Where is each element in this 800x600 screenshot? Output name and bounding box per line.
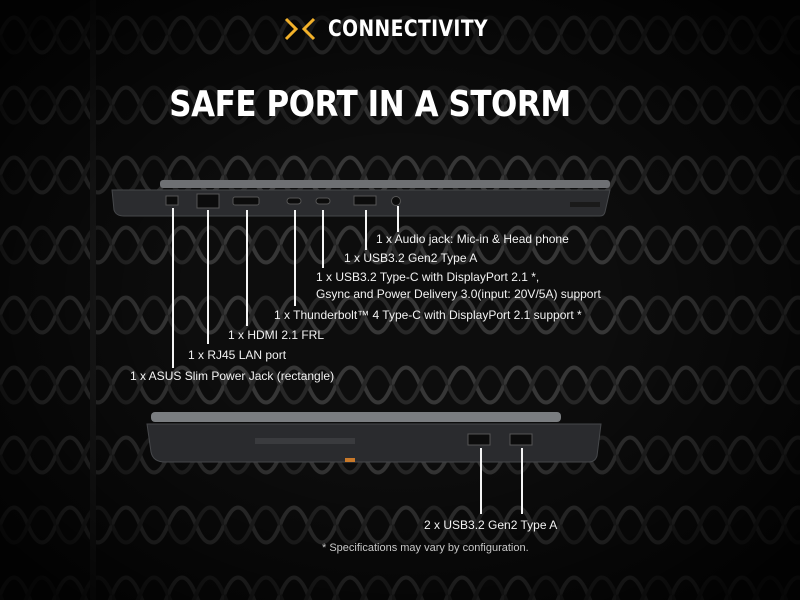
usb-a-port-1 bbox=[467, 433, 491, 446]
thunderbolt-port bbox=[286, 197, 302, 205]
leader-line-usb-c bbox=[322, 210, 324, 268]
port-label-thunderbolt: 1 x Thunderbolt™ 4 Type-C with DisplayPo… bbox=[274, 308, 582, 322]
usb-c-port bbox=[315, 197, 331, 205]
hdmi-port bbox=[232, 196, 260, 206]
leader-line-usb-a-1 bbox=[480, 448, 482, 514]
port-label-rj45: 1 x RJ45 LAN port bbox=[188, 348, 287, 362]
port-label-usb-c: 1 x USB3.2 Type-C with DisplayPort 2.1 *… bbox=[316, 270, 540, 284]
footnote: * Specifications may vary by configurati… bbox=[322, 542, 529, 554]
audio-jack-port bbox=[391, 196, 401, 206]
laptop-right-side-view bbox=[146, 412, 602, 463]
section-header: CONNECTIVITY bbox=[0, 12, 800, 46]
headline: SAFE PORT IN A STORM bbox=[169, 84, 571, 125]
power-jack-port bbox=[165, 195, 179, 206]
usb-a-port-2 bbox=[509, 433, 533, 446]
port-label-hdmi: 1 x HDMI 2.1 FRL bbox=[228, 328, 325, 342]
leader-line-power bbox=[172, 208, 174, 368]
port-label-power: 1 x ASUS Slim Power Jack (rectangle) bbox=[130, 369, 335, 383]
port-label-usb-c-cont: Gsync and Power Delivery 3.0(input: 20V/… bbox=[316, 287, 601, 301]
leader-line-thunderbolt bbox=[294, 210, 296, 306]
leader-line-usb-a bbox=[365, 210, 367, 250]
rj45-port bbox=[196, 193, 220, 209]
port-label-usb-a: 1 x USB3.2 Gen2 Type A bbox=[344, 251, 478, 265]
port-label-usb-a-x2: 2 x USB3.2 Gen2 Type A bbox=[424, 518, 558, 532]
leader-line-hdmi bbox=[246, 210, 248, 326]
section-title: CONNECTIVITY bbox=[327, 16, 488, 42]
x-logo-icon bbox=[284, 17, 315, 41]
laptop-left-side-view bbox=[111, 180, 611, 217]
leader-line-usb-a-2 bbox=[521, 448, 523, 514]
usb-a-port bbox=[353, 195, 377, 206]
leader-line-audio bbox=[397, 206, 399, 232]
leader-line-rj45 bbox=[207, 210, 209, 344]
port-label-audio: 1 x Audio jack: Mic-in & Head phone bbox=[376, 232, 569, 246]
